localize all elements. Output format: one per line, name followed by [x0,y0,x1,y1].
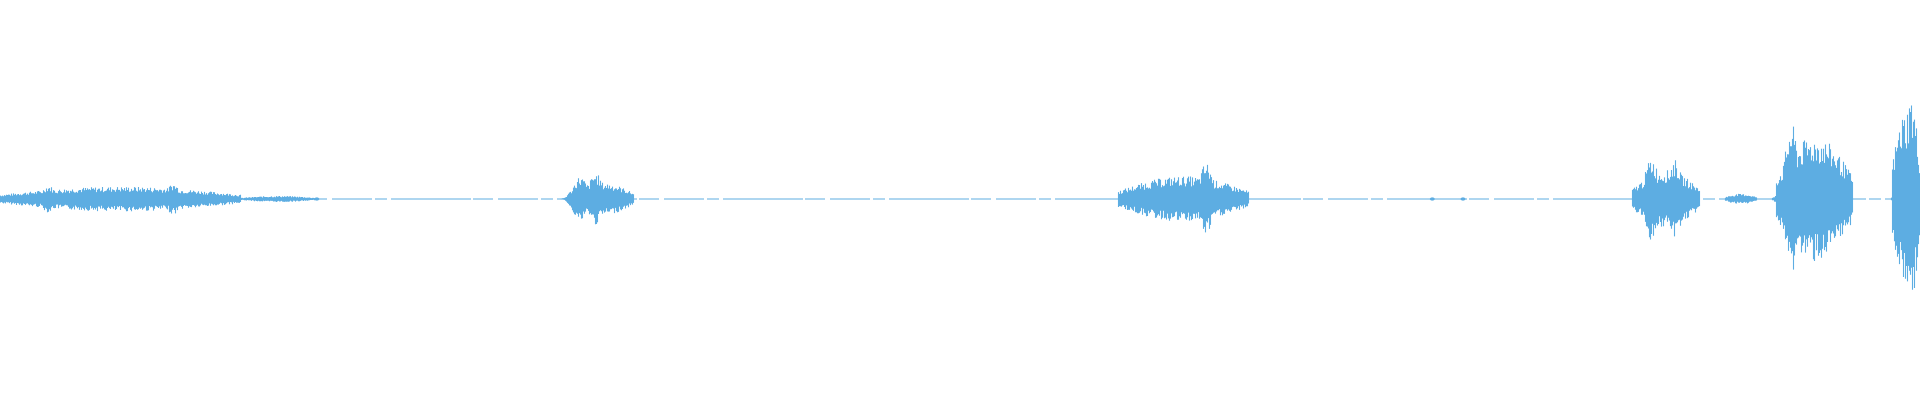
waveform-blip [1460,197,1466,201]
waveform-blip [1429,197,1435,201]
waveform-samples [0,105,1920,290]
waveform-trace [0,105,1920,290]
waveform-blip [314,197,320,201]
